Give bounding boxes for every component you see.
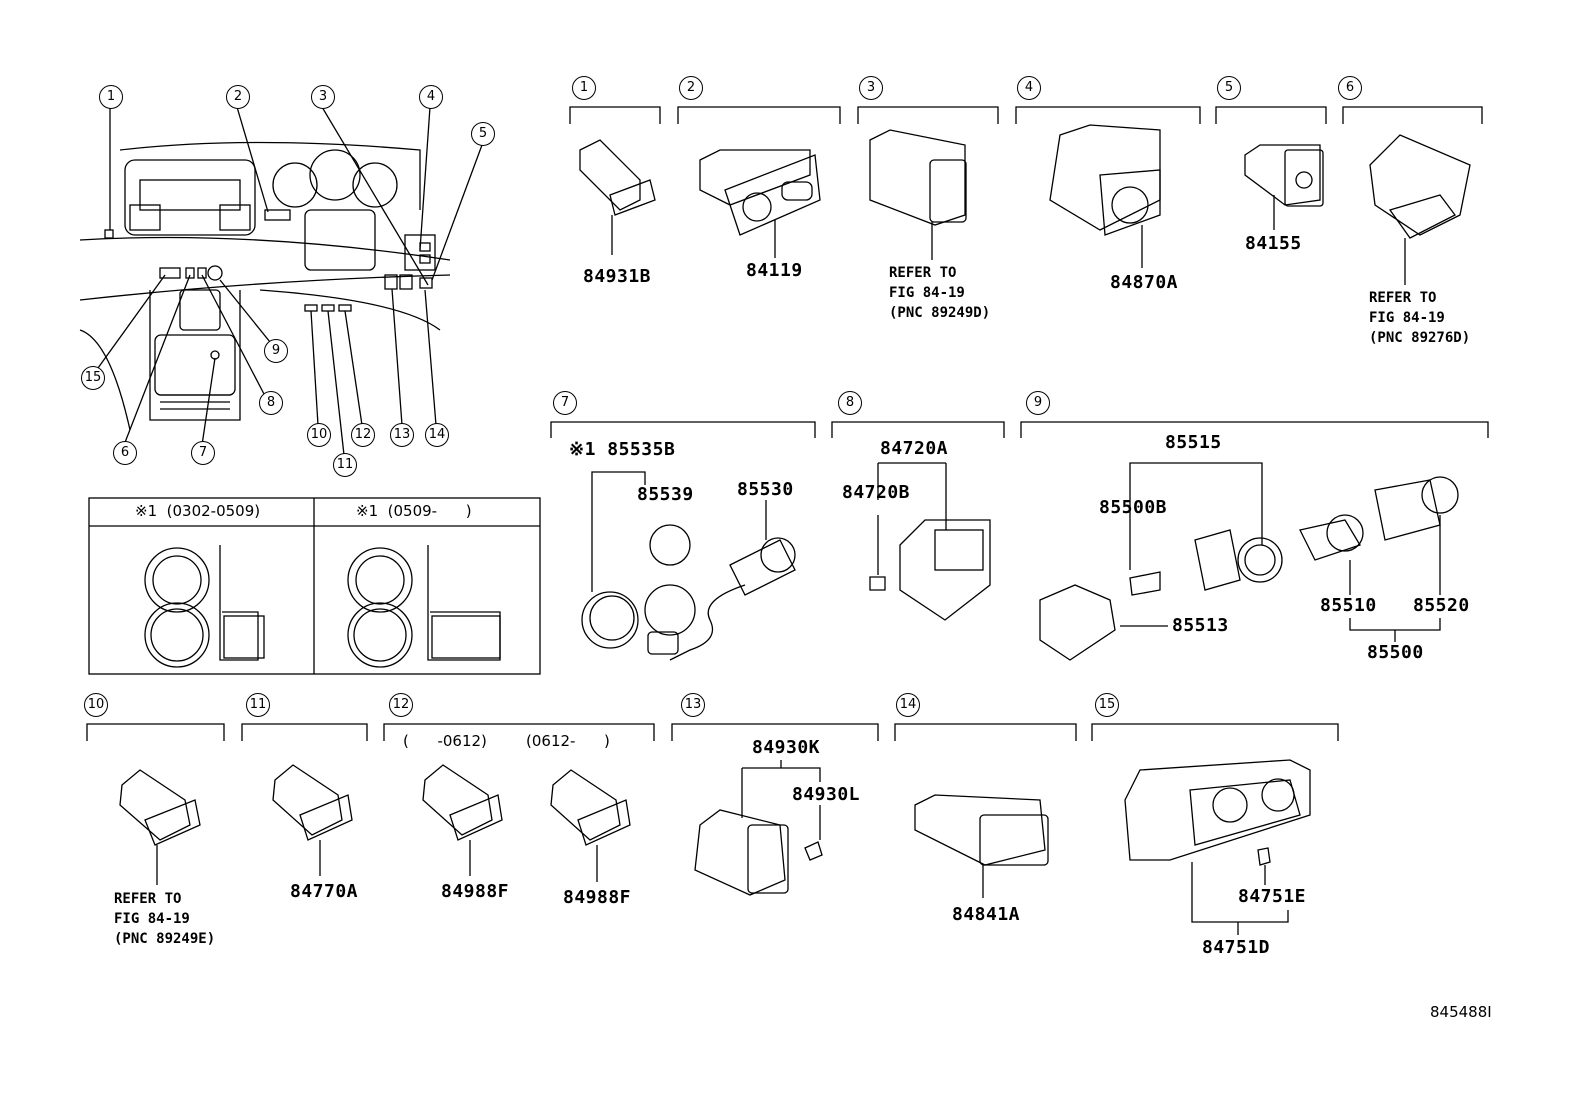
part-label: 84720B <box>842 482 911 503</box>
part-label: ※1 85535B <box>569 439 676 460</box>
part-label: 85513 <box>1172 615 1229 636</box>
group-number-11: 11 <box>246 693 270 717</box>
part-label: 85500 <box>1367 642 1424 663</box>
reference-line: (PNC 89276D) <box>1369 330 1471 346</box>
overview-callout-1: 1 <box>99 85 123 109</box>
reference-line: FIG 84-19 <box>114 911 190 927</box>
overview-callout-7: 7 <box>191 441 215 465</box>
reference-line: REFER TO <box>114 891 182 907</box>
group-number-12: 12 <box>389 693 413 717</box>
reference-line: REFER TO <box>889 265 957 281</box>
overview-callout-14: 14 <box>425 423 449 447</box>
diagram-code: 845488I <box>1430 1003 1492 1021</box>
part-sketches-row3 <box>119 759 1311 935</box>
part-label: 84988F <box>563 887 632 908</box>
group-number-1: 1 <box>572 76 596 100</box>
reference-note: REFER TO FIG 84-19 (PNC 89249D) <box>889 263 990 323</box>
group-brackets <box>86 106 1489 741</box>
overview-callout-8: 8 <box>259 391 283 415</box>
group-number-4: 4 <box>1017 76 1041 100</box>
part-label: 85520 <box>1413 595 1470 616</box>
reference-note: REFER TO FIG 84-19 (PNC 89276D) <box>1369 288 1470 348</box>
group-number-3: 3 <box>859 76 883 100</box>
group-number-2: 2 <box>679 76 703 100</box>
date-range-right: (0612- ) <box>526 732 610 750</box>
group-number-5: 5 <box>1217 76 1241 100</box>
part-label: 84155 <box>1245 233 1302 254</box>
group-number-9: 9 <box>1026 391 1050 415</box>
group-number-10: 10 <box>84 693 108 717</box>
overview-callout-2: 2 <box>226 85 250 109</box>
overview-callout-9: 9 <box>264 339 288 363</box>
reference-note: REFER TO FIG 84-19 (PNC 89249E) <box>114 889 215 949</box>
overview-callout-12: 12 <box>351 423 375 447</box>
part-sketches-row2 <box>581 462 1459 661</box>
part-label: 84870A <box>1110 272 1179 293</box>
group-number-13: 13 <box>681 693 705 717</box>
overview-callout-11: 11 <box>333 453 357 477</box>
part-label: 84770A <box>290 881 359 902</box>
reference-line: (PNC 89249D) <box>889 305 991 321</box>
dashboard-overview-illustration <box>79 141 451 431</box>
overview-callout-4: 4 <box>419 85 443 109</box>
part-label: 85510 <box>1320 595 1377 616</box>
overview-callout-15: 15 <box>81 366 105 390</box>
part-label: 85539 <box>637 484 694 505</box>
part-label: 84751D <box>1202 937 1271 958</box>
group-number-6: 6 <box>1338 76 1362 100</box>
reference-line: REFER TO <box>1369 290 1437 306</box>
part-label: 84988F <box>441 881 510 902</box>
group-number-8: 8 <box>838 391 862 415</box>
part-label: 84930L <box>792 784 861 805</box>
reference-line: FIG 84-19 <box>1369 310 1445 326</box>
part-label: 84931B <box>583 266 652 287</box>
inset-header-left: ※1 (0302-0509) <box>135 502 261 520</box>
part-label: 85530 <box>737 479 794 500</box>
part-label: 85515 <box>1165 432 1222 453</box>
group-number-14: 14 <box>896 693 920 717</box>
part-label: 84720A <box>880 438 949 459</box>
part-label: 84930K <box>752 737 821 758</box>
overview-callout-3: 3 <box>311 85 335 109</box>
part-label: 84841A <box>952 904 1021 925</box>
group-number-7: 7 <box>553 391 577 415</box>
group-number-15: 15 <box>1095 693 1119 717</box>
part-sketches-row1 <box>579 124 1471 285</box>
part-label: 84751E <box>1238 886 1307 907</box>
part-label: 84119 <box>746 260 803 281</box>
reference-line: (PNC 89249E) <box>114 931 216 947</box>
overview-callout-10: 10 <box>307 423 331 447</box>
reference-line: FIG 84-19 <box>889 285 965 301</box>
overview-callout-13: 13 <box>390 423 414 447</box>
overview-callout-6: 6 <box>113 441 137 465</box>
overview-leader-lines <box>97 106 483 456</box>
inset-table-lines <box>88 497 541 675</box>
inset-header-right: ※1 (0509- ) <box>356 502 472 520</box>
overview-callout-5: 5 <box>471 122 495 146</box>
part-label: 85500B <box>1099 497 1168 518</box>
date-range-left: ( -0612) <box>403 732 487 750</box>
